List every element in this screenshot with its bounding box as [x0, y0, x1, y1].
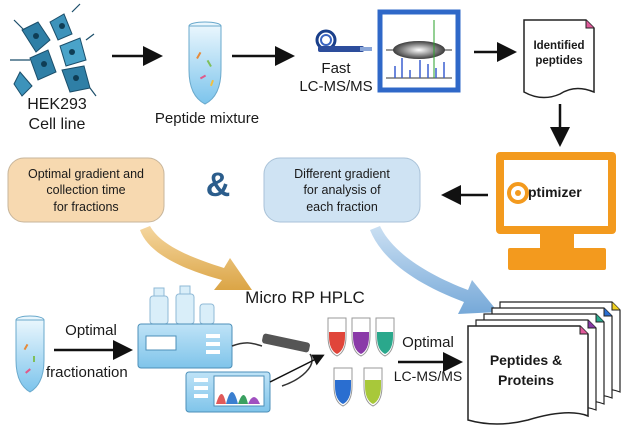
chromatogram-device: [185, 371, 271, 413]
hek293-cells-icon: [10, 3, 97, 97]
fraction-vials-icon: [327, 317, 395, 407]
optimal-frac-label: Optimal: [65, 322, 117, 339]
micro-hplc-label: Micro RP HPLC: [245, 288, 365, 307]
hplc-column-icon: [262, 333, 310, 353]
optimal-bubble-text: Optimal gradient and collection time for…: [27, 167, 145, 214]
optimal-lcmsms-label: LC-MS/MS: [393, 368, 463, 384]
result-title-2: Proteins: [497, 372, 554, 388]
input-tube-icon: [15, 315, 45, 393]
optimal-ms-label: Optimal: [402, 334, 454, 351]
different-gradient-bubble: [263, 157, 421, 223]
fast-label: Fast: [321, 60, 351, 77]
fast-lcmsms-label: LC-MS/MS: [299, 78, 373, 95]
optimal-gradient-bubble: [7, 157, 165, 223]
hplc-device: [137, 323, 233, 369]
fractionation-label: fractionation: [46, 364, 128, 381]
peptides-label: peptides: [535, 55, 583, 67]
optimizer-monitor: [496, 152, 616, 270]
arrow-to-fractions: [269, 354, 325, 383]
solvent-bottles-icon: [149, 285, 215, 325]
lc-column-icon: [315, 29, 372, 52]
hek293-label: HEK293: [27, 96, 87, 113]
optimizer-label: ptimizer: [528, 184, 582, 200]
ampersand-symbol: &: [205, 166, 231, 204]
peptide-mixture-label: Peptide mixture: [154, 110, 260, 127]
identified-label: Identified: [533, 40, 585, 52]
mass-spectrum-icon: [377, 9, 461, 93]
identified-peptides-doc: [523, 19, 595, 99]
different-bubble-text: Different gradient for analysis of each …: [294, 167, 390, 214]
blue-flow-arrow: [370, 226, 498, 314]
peptide-tube-icon: [188, 21, 222, 105]
result-document-stack: [467, 301, 621, 425]
result-title-1: Peptides &: [489, 352, 563, 368]
gold-flow-arrow: [140, 226, 252, 290]
cell-line-label: Cell line: [28, 116, 86, 133]
